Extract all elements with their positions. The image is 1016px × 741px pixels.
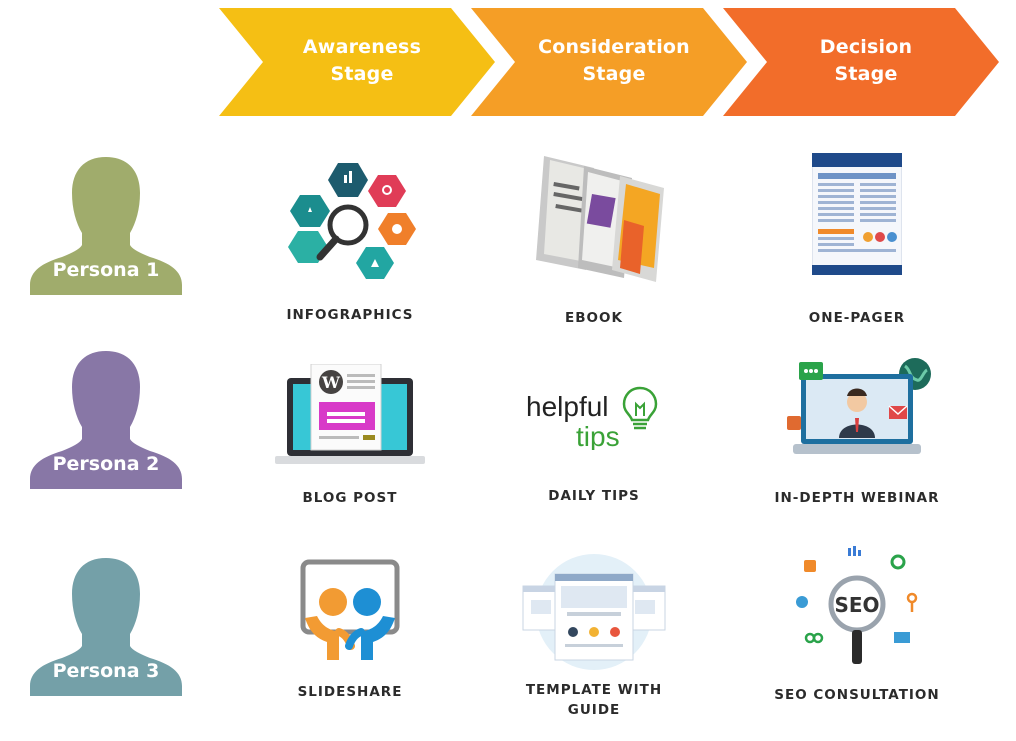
content-infographics: INFOGRAPHICS: [250, 155, 450, 325]
person-silhouette-icon: [30, 351, 182, 489]
infographics-icon: [288, 163, 416, 279]
chevron-arrow: [219, 8, 495, 116]
content-label-line2: GUIDE: [567, 702, 621, 718]
chevron-arrow: [471, 8, 747, 116]
content-label: INFOGRAPHICS: [286, 307, 414, 323]
content-ebook: EBOOK: [494, 150, 694, 328]
content-label: EBOOK: [565, 310, 623, 326]
svg-text:W: W: [321, 373, 341, 392]
seo-magnifier-icon: SEO: [796, 546, 918, 664]
persona-3: Persona 3: [28, 554, 184, 699]
template-wireframe-icon: [522, 554, 666, 670]
helpful-tips-icon: helpful tips: [526, 386, 658, 450]
persona-1: Persona 1: [28, 153, 184, 298]
seo-badge-text: SEO: [834, 593, 879, 617]
persona-label: Persona 3: [52, 660, 160, 682]
content-label: SLIDESHARE: [297, 684, 403, 700]
content-blog-post: W BLOG POST: [250, 364, 450, 508]
content-label: TEMPLATE WITH: [525, 682, 663, 698]
tips-text: tips: [576, 421, 620, 450]
content-seo-consultation: SEO SEO CONSULTATION: [757, 546, 957, 705]
helpful-text: helpful: [526, 391, 609, 422]
content-label: SEO CONSULTATION: [774, 687, 940, 703]
content-label: ONE-PAGER: [808, 310, 906, 326]
laptop-blog-icon: W: [275, 364, 425, 464]
chevron-arrow: [723, 8, 999, 116]
content-one-pager: ONE-PAGER: [757, 153, 957, 328]
content-template-guide: TEMPLATE WITH GUIDE: [494, 554, 694, 720]
person-silhouette-icon: [30, 558, 182, 696]
persona-label: Persona 2: [52, 453, 160, 475]
webinar-laptop-icon: [787, 358, 931, 454]
content-slideshare: SLIDESHARE: [250, 558, 450, 702]
content-label: IN-DEPTH WEBINAR: [774, 490, 940, 506]
ebook-stack-icon: [536, 156, 664, 282]
content-webinar: IN-DEPTH WEBINAR: [757, 356, 957, 508]
content-label: DAILY TIPS: [548, 488, 640, 504]
content-label: BLOG POST: [302, 490, 398, 506]
persona-2: Persona 2: [28, 347, 184, 492]
person-silhouette-icon: [30, 157, 182, 295]
persona-label: Persona 1: [52, 259, 160, 281]
content-daily-tips: helpful tips DAILY TIPS: [494, 380, 694, 506]
slideshare-icon: [300, 559, 400, 660]
one-pager-document-icon: [812, 153, 902, 275]
